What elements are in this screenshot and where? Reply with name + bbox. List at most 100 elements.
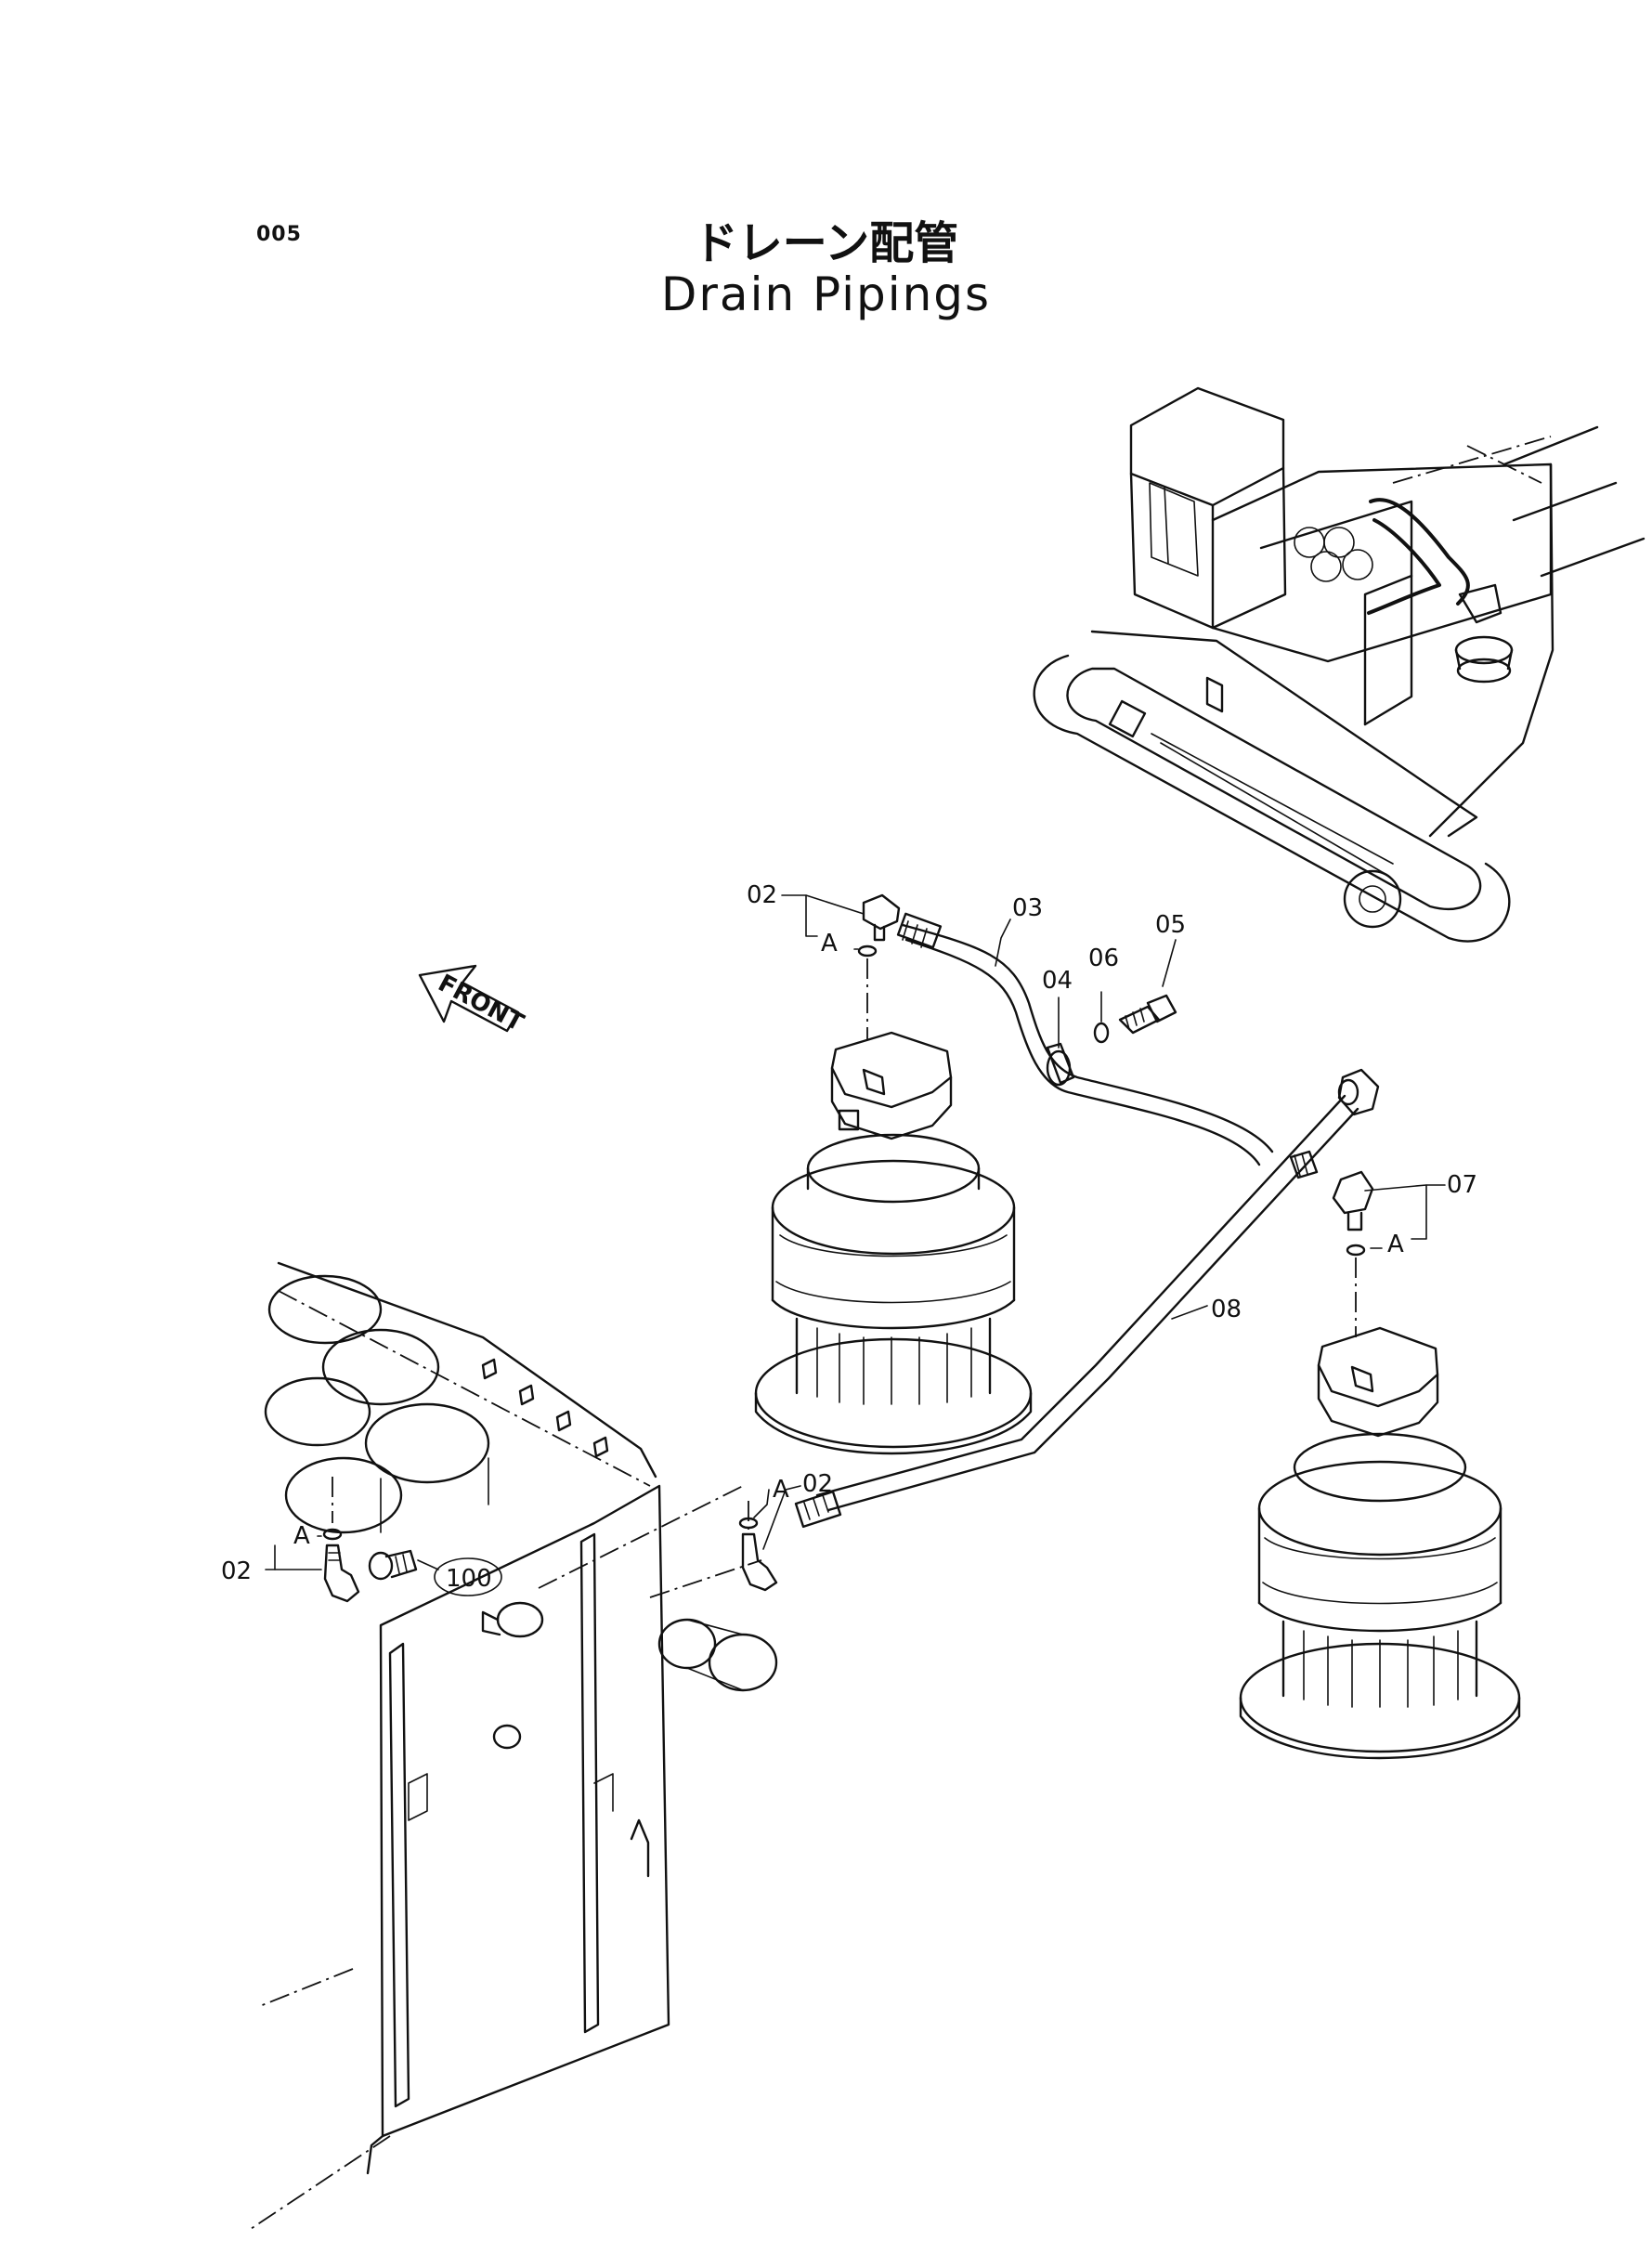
tank-top-dash: [278, 1290, 651, 1487]
swing-motor-2: [1239, 1326, 1521, 1760]
motor-1-valve-top: [830, 1031, 953, 1109]
motor-2-pinion-ribs: [1303, 1630, 1459, 1708]
callout-07: 07: [1447, 1171, 1477, 1199]
swing-motor-small-top: [1458, 583, 1502, 624]
tank-front-face: [379, 1484, 670, 2138]
cab-side: [1211, 466, 1287, 630]
motor-1-valve-side: [830, 1066, 953, 1140]
swing-motor-1: [754, 1031, 1033, 1455]
track-outer: [1033, 654, 1511, 943]
leader-02-top: [781, 894, 865, 915]
motor-2-housing-bottom: [1257, 1601, 1502, 1633]
pipe-08-connector: [1289, 1150, 1319, 1179]
tank-bottom-dash: [250, 2135, 391, 2230]
tank-port-pipe: [481, 1610, 501, 1636]
elbow-02-left-body: [323, 1544, 360, 1603]
coupling-connect: [686, 1619, 744, 1691]
title-japanese: ドレーン配管: [693, 217, 959, 269]
tank-hook: [630, 1818, 650, 1878]
coupling-2: [708, 1633, 778, 1692]
bracket-a-right: [1411, 1184, 1427, 1240]
swing-motor-small-base: [1456, 658, 1512, 684]
boom-lines: [1502, 425, 1645, 578]
elbow-02-top-stem: [873, 923, 886, 942]
pipe-08-connector-threads: [1294, 1153, 1308, 1177]
cab-front: [1129, 472, 1215, 630]
hood-edge: [1363, 574, 1413, 726]
tank-cap-4: [364, 1402, 490, 1484]
front-arrow-shape: [418, 964, 520, 1033]
callout-02-mid: 02: [802, 1470, 833, 1498]
pipe-08-fitting: [794, 1490, 842, 1529]
filter-3: [1310, 551, 1342, 582]
callout-04: 04: [1042, 967, 1073, 995]
tank-front-rib-right: [579, 1532, 600, 2034]
callout-100: 100: [446, 1565, 492, 1593]
front-arrow-label: FRONT: [434, 970, 528, 1037]
tank-brackets: [408, 1773, 614, 1821]
hydraulic-tank: [250, 1261, 778, 2230]
tank-corner: [366, 2134, 384, 2175]
hose-03-fitting-threads: [902, 920, 928, 948]
tank-port-boss: [496, 1601, 544, 1638]
tank-dash-lines: [259, 1485, 762, 2007]
hose-03-fitting: [896, 912, 943, 949]
upper-structure: [1211, 463, 1553, 663]
plug-100-body: [384, 1549, 418, 1579]
pipe-08-fitting-threads: [803, 1494, 829, 1520]
track-roller: [1108, 699, 1147, 738]
idler-hub: [1359, 885, 1386, 913]
overview-dash-lines: [1392, 436, 1552, 484]
elbow-02-mid: [738, 1501, 778, 1592]
pipe-08-upper: [815, 1094, 1346, 1497]
leader-02-mid: [762, 1485, 801, 1550]
callout-05: 05: [1155, 911, 1186, 939]
motor-1-housing-bottom: [771, 1298, 1016, 1330]
tank-top-edge: [277, 1261, 657, 1479]
motor-1-pinion-sides: [795, 1317, 992, 1395]
callout-leaders: [265, 894, 1446, 1570]
motor-1-pinion-ribs: [816, 1327, 972, 1405]
track-frame-top: [1090, 630, 1478, 838]
clamp-04: [1046, 1042, 1075, 1085]
cab-window: [1149, 482, 1199, 577]
cab-roof: [1129, 386, 1285, 507]
motor-2-housing-band-2: [1262, 1582, 1498, 1605]
elbow-02-mid-body: [741, 1532, 778, 1592]
tank-small-port: [492, 1724, 522, 1750]
bracket-a-top: [805, 894, 818, 937]
motor-1-flange-top: [806, 1133, 981, 1204]
oring-a-right: [1346, 1244, 1366, 1257]
callout-labels: 02 A 03 04 06 05 07 A 08 A 02 A 02 100: [221, 881, 1477, 1596]
motor-2-valve-side: [1317, 1363, 1439, 1438]
plug-100-cap: [368, 1551, 394, 1581]
pipe-08-lower: [826, 1107, 1359, 1512]
clamp-04-ring: [1046, 1049, 1072, 1087]
leader-08: [1171, 1305, 1208, 1320]
leader-05: [1162, 939, 1177, 987]
bolt-05-threads: [1125, 1008, 1145, 1030]
drain-line-highlight-2: [1367, 518, 1441, 615]
drain-hose-03: [896, 912, 1274, 1166]
tee-07-body: [1332, 1170, 1374, 1215]
drain-line-highlight-1: [1369, 498, 1470, 606]
filter-4: [1342, 549, 1373, 580]
motor-2-base-edge: [1239, 1696, 1521, 1760]
track-bracket: [1205, 676, 1224, 713]
leader-07: [1364, 1184, 1446, 1192]
callout-a-right: A: [1387, 1231, 1404, 1258]
oring-a-left: [322, 1528, 343, 1541]
elbow-02-top: [857, 893, 901, 1040]
elbow-02-left-threads: [328, 1552, 341, 1561]
cab-window-divider: [1164, 486, 1169, 564]
engine-hood: [1259, 500, 1413, 726]
callout-02-left: 02: [221, 1557, 252, 1585]
pipe-08-top-nut: [1337, 1078, 1359, 1106]
tank-cap-shafts: [380, 1457, 489, 1533]
tank-cap-2: [321, 1328, 440, 1406]
callout-03: 03: [1012, 894, 1043, 922]
motor-1-housing-sides: [771, 1205, 1016, 1302]
leader-100: [417, 1559, 439, 1570]
